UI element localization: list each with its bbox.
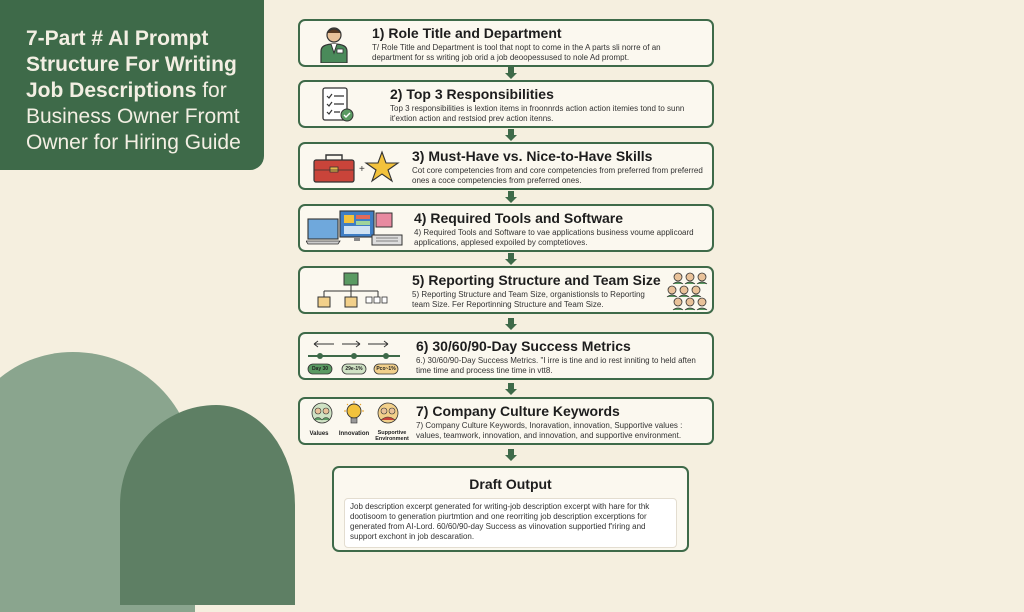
- draft-output-box: Draft Output Job description excerpt gen…: [332, 466, 689, 552]
- culture-icons: [311, 401, 399, 424]
- culture-label-supportive: Supportive Environment: [375, 430, 409, 442]
- toolbox-star-icon: +: [313, 150, 400, 183]
- step-title: 5) Reporting Structure and Team Size: [412, 272, 661, 288]
- step-title: 1) Role Title and Department: [372, 25, 562, 41]
- arrow-down-icon: [505, 253, 517, 265]
- org-chart-icon: [317, 272, 388, 308]
- step-title: 3) Must-Have vs. Nice-to-Have Skills: [412, 148, 653, 164]
- team-people-icon: [666, 272, 708, 311]
- metric-pill-label: 29e-1%: [345, 366, 363, 372]
- step-description: 4) Required Tools and Software to vae ap…: [414, 228, 694, 247]
- draft-output-title: Draft Output: [469, 476, 552, 492]
- step-title: 2) Top 3 Responsibilities: [390, 86, 554, 102]
- step-5-reporting-structure: 5) Reporting Structure and Team Size 5) …: [298, 266, 714, 314]
- arrow-down-icon: [505, 383, 517, 395]
- step-description: Top 3 responsibilities is lextion items …: [390, 104, 685, 123]
- arrow-down-icon: [505, 191, 517, 203]
- step-title: 7) Company Culture Keywords: [416, 403, 620, 419]
- arrow-down-icon: [505, 449, 517, 461]
- step-description: Cot core competencies from and core comp…: [412, 166, 703, 185]
- step-description: 7) Company Culture Keywords, Inoravation…: [416, 421, 683, 440]
- step-7-culture-keywords: Values Innovation Supportive Environment…: [298, 397, 714, 445]
- arrow-down-icon: [505, 67, 517, 79]
- step-title: 4) Required Tools and Software: [414, 210, 623, 226]
- timeline-icon: [307, 340, 400, 375]
- metric-pill-label: Pco~1%: [376, 366, 396, 372]
- background-blob-dark: [120, 405, 295, 605]
- step-3-skills: + 3) Must-Have vs. Nice-to-Have Skills C…: [298, 142, 714, 190]
- page-title: 7-Part # AI Prompt Structure For Writing…: [26, 26, 256, 156]
- metric-pill-label: Day 30: [311, 366, 329, 372]
- step-1-role-title: 1) Role Title and Department T/ Role Tit…: [298, 19, 714, 67]
- page-title-regular: for Business Owner Fromt Owner for Hirin…: [26, 79, 241, 154]
- step-description: 5) Reporting Structure and Team Size, or…: [412, 290, 645, 309]
- culture-label-innovation: Innovation: [338, 431, 370, 437]
- arrow-down-icon: [505, 318, 517, 330]
- step-4-tools: 4) Required Tools and Software 4) Requir…: [298, 204, 714, 252]
- step-6-success-metrics: Day 30 29e-1% Pco~1% 6) 30/60/90-Day Suc…: [298, 332, 714, 380]
- employee-icon: [320, 27, 348, 63]
- step-description: T/ Role Title and Department is tool tha…: [372, 43, 661, 62]
- page-title-bold: 7-Part # AI Prompt Structure For Writing…: [26, 27, 237, 102]
- computer-software-icon: [306, 210, 403, 246]
- svg-text:+: +: [359, 164, 365, 175]
- draft-output-text: Job description excerpt generated for wr…: [344, 498, 677, 548]
- arrow-down-icon: [505, 129, 517, 141]
- step-title: 6) 30/60/90-Day Success Metrics: [416, 338, 631, 354]
- step-description: 6.) 30/60/90-Day Success Metrics. "I irr…: [416, 356, 696, 375]
- title-panel: 7-Part # AI Prompt Structure For Writing…: [0, 0, 264, 170]
- checklist-icon: [322, 87, 354, 122]
- culture-label-values: Values: [309, 431, 329, 437]
- step-2-responsibilities: 2) Top 3 Responsibilities Top 3 responsi…: [298, 80, 714, 128]
